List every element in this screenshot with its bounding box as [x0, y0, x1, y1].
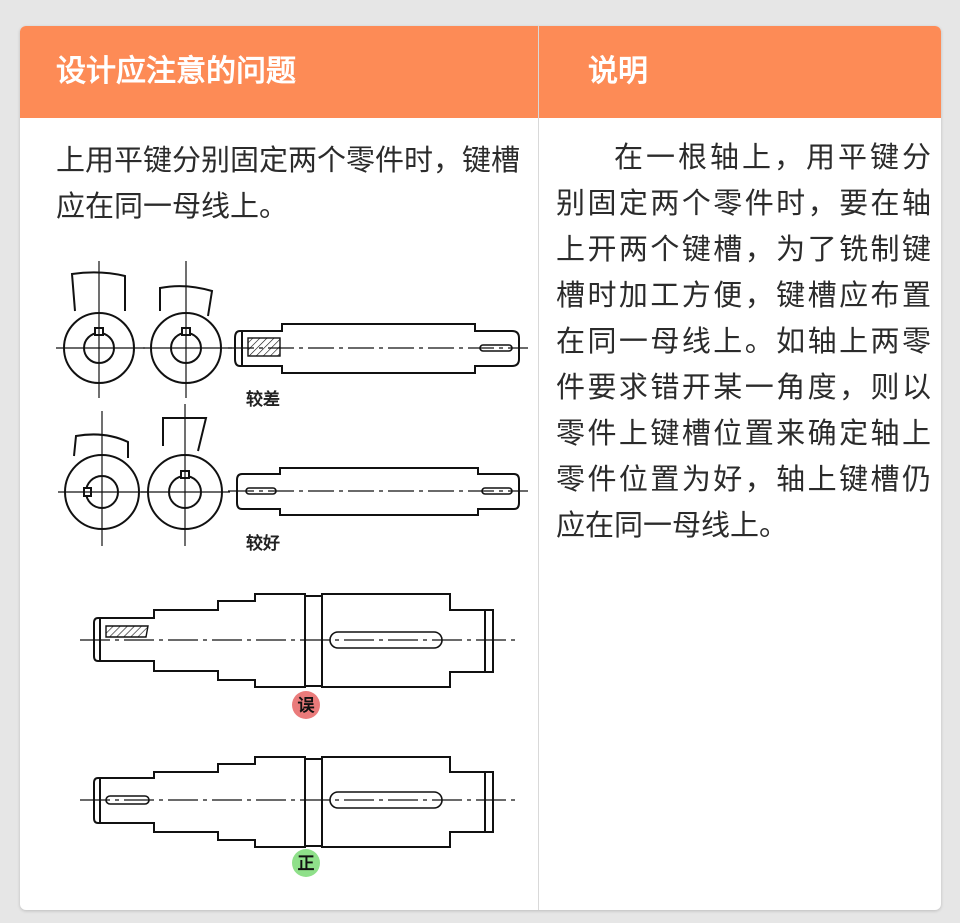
label-good: 较好 [246, 533, 280, 554]
hub-part-1-good [58, 411, 148, 546]
header-col-problem: 设计应注意的问题 [56, 54, 296, 89]
label-bad: 较差 [246, 389, 280, 410]
badge-wrong: 误 [292, 691, 320, 719]
column-divider [538, 26, 539, 910]
stepped-shaft-wrong [80, 593, 518, 688]
hub-part-2-good [141, 404, 230, 546]
badge-wrong-text: 误 [298, 696, 316, 716]
explanation-text: 在一根轴上，用平键分别固定两个零件时，要在轴上开两个键槽，为了铣制键槽时加工方便… [556, 140, 931, 542]
engineering-drawings: 较差 较好 误 正 [56, 261, 528, 877]
hub-part-1-bad [56, 261, 145, 398]
comparison-card: 设计应注意的问题 说明 上用平键分别固定两个零件时，键槽应在同一母线上。 在一根… [20, 26, 941, 910]
header-col-explanation: 说明 [588, 54, 648, 89]
shaft-good-small [228, 467, 528, 516]
stepped-shaft-correct [80, 756, 518, 848]
problem-description: 上用平键分别固定两个零件时，键槽应在同一母线上。 [56, 143, 521, 223]
table-header: 设计应注意的问题 说明 [20, 26, 941, 118]
shaft-bad-small [228, 323, 528, 374]
hub-part-2-bad [143, 261, 232, 398]
badge-correct: 正 [292, 849, 320, 877]
badge-correct-text: 正 [298, 854, 315, 874]
